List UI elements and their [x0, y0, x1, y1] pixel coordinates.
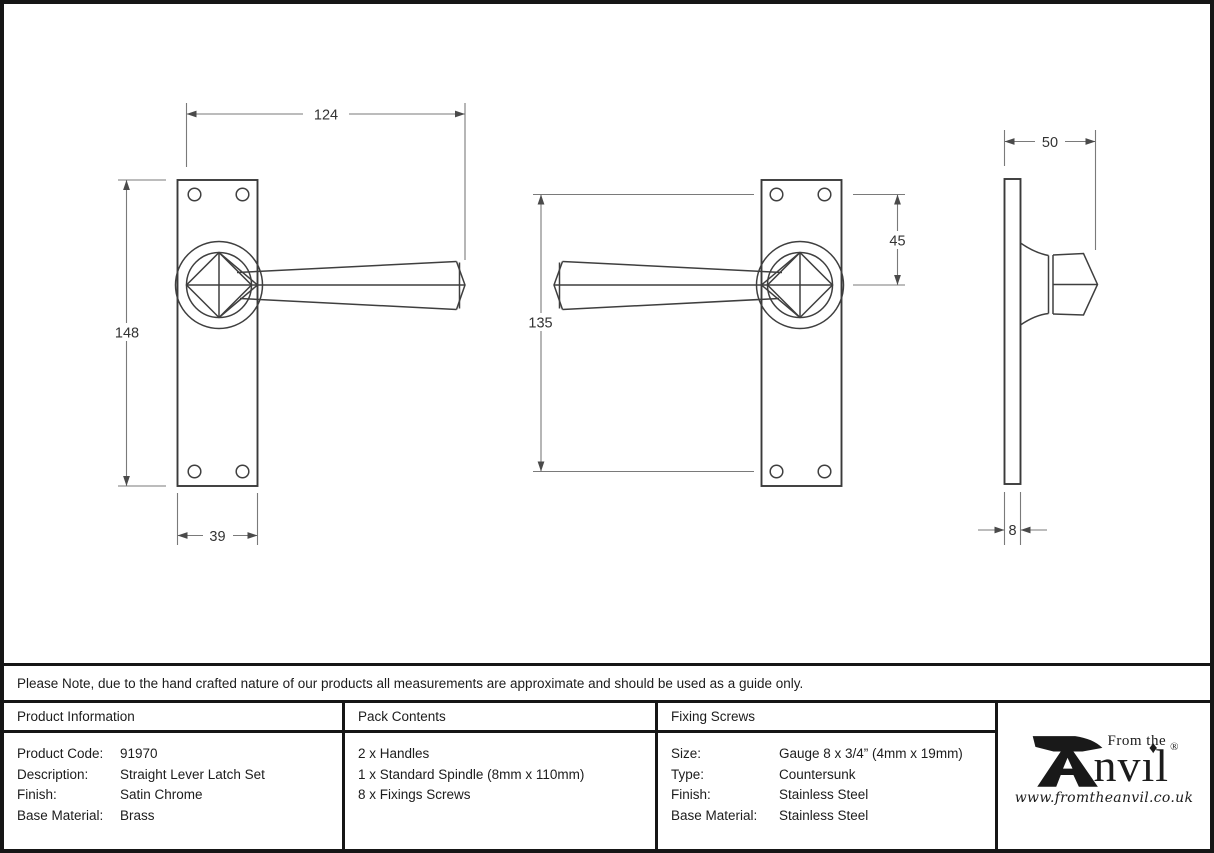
- pack-contents-body: 2 x Handles 1 x Standard Spindle (8mm x …: [345, 733, 658, 849]
- spec-table: Product Information Pack Contents Fixing…: [4, 700, 1210, 849]
- dim-label-fixing-centres: 135: [528, 316, 552, 332]
- row-label: Base Material:: [17, 807, 104, 823]
- row-label: Finish:: [17, 787, 57, 802]
- measurement-note-row: Please Note, due to the hand crafted nat…: [4, 663, 1210, 700]
- table-row: Finish: Satin Chrome: [17, 785, 332, 806]
- pack-item: 8 x Fixings Screws: [358, 787, 471, 802]
- table-row: Product Code: 91970: [17, 744, 332, 765]
- row-label: Base Material:: [671, 807, 758, 823]
- dimension-45: 45: [853, 193, 913, 286]
- dim-label-height: 148: [115, 326, 139, 342]
- dim-label-projection: 50: [1042, 135, 1058, 151]
- dimension-8: 8: [978, 492, 1047, 545]
- handle-front-view: [174, 179, 466, 487]
- row-value: Brass: [120, 807, 155, 823]
- row-label: Description:: [17, 766, 89, 782]
- product-information-header: Product Information: [4, 703, 345, 733]
- dim-label-thickness: 8: [1008, 523, 1016, 539]
- row-value: Straight Lever Latch Set: [120, 766, 265, 782]
- diamond-i-dot: ♦: [1148, 738, 1159, 757]
- logo-anvil-letters: nvıl: [1093, 740, 1170, 791]
- dimension-39: 39: [176, 493, 259, 545]
- table-row: Base Material: Stainless Steel: [671, 806, 985, 827]
- table-row: Finish: Stainless Steel: [671, 785, 985, 806]
- pack-item: 1 x Standard Spindle (8mm x 110mm): [358, 766, 585, 782]
- drawings-svg: 124 148: [107, 103, 1099, 545]
- column-title: Product Information: [17, 709, 135, 724]
- backplate-edge-outline: [1003, 178, 1022, 485]
- row-label: Finish:: [671, 787, 711, 802]
- column-title: Pack Contents: [358, 709, 446, 724]
- table-row: Description: Straight Lever Latch Set: [17, 765, 332, 786]
- dim-label-width: 124: [314, 108, 338, 124]
- logo-wordmark: From the nvıl♦ ®: [1094, 733, 1179, 789]
- logo-website-text: www.fromtheanvil.co.uk: [1014, 790, 1194, 806]
- logo-prefix-text: From the: [1107, 733, 1167, 749]
- dim-label-top-to-spindle: 45: [889, 234, 905, 250]
- rose-flare-top: [1020, 242, 1049, 257]
- logo-anvil-text: nvıl♦: [1093, 739, 1170, 791]
- technical-drawing-area: 124 148: [4, 4, 1210, 663]
- pack-contents-header: Pack Contents: [345, 703, 658, 733]
- measurement-note-text: Please Note, due to the hand crafted nat…: [17, 675, 804, 691]
- side-view-drawing: 50 8: [978, 130, 1099, 545]
- handle-mirrored-view: [553, 179, 845, 487]
- table-row: Size: Gauge 8 x 3/4” (4mm x 19mm): [671, 744, 985, 765]
- dimension-135: 135: [520, 193, 754, 473]
- row-label: Product Code:: [17, 746, 104, 761]
- table-row: Type: Countersunk: [671, 765, 985, 786]
- dim-label-plate-width: 39: [209, 529, 225, 545]
- row-value: 91970: [120, 746, 158, 761]
- dimension-50: 50: [1003, 130, 1097, 250]
- pack-item: 2 x Handles: [358, 746, 430, 761]
- rose-flare-bottom: [1020, 312, 1049, 326]
- row-label: Size:: [671, 746, 702, 761]
- back-view-drawing: 135 45: [520, 179, 913, 487]
- column-title: Fixing Screws: [671, 709, 756, 724]
- row-value: Stainless Steel: [779, 807, 869, 823]
- registered-trademark-symbol: ®: [1170, 741, 1179, 753]
- row-value: Countersunk: [779, 766, 856, 782]
- logo-mark: From the nvıl♦ ®: [1030, 732, 1179, 789]
- anvil-icon: [1032, 736, 1102, 787]
- front-view-drawing: 124 148: [107, 103, 466, 545]
- row-value: Satin Chrome: [120, 787, 203, 802]
- from-the-anvil-logo: From the nvıl♦ ® www.fromtheanvil.co.uk: [998, 703, 1210, 849]
- logo-name-line: nvıl♦ ®: [1093, 739, 1179, 791]
- dimension-124: 124: [185, 103, 466, 260]
- fixing-screws-body: Size: Gauge 8 x 3/4” (4mm x 19mm) Type: …: [658, 733, 998, 849]
- row-value: Gauge 8 x 3/4” (4mm x 19mm): [779, 746, 963, 761]
- fixing-screws-header: Fixing Screws: [658, 703, 998, 733]
- dimension-148: 148: [107, 179, 166, 487]
- product-information-body: Product Code: 91970 Description: Straigh…: [4, 733, 345, 849]
- row-label: Type:: [671, 766, 705, 782]
- row-value: Stainless Steel: [779, 787, 869, 802]
- table-row: Base Material: Brass: [17, 806, 332, 827]
